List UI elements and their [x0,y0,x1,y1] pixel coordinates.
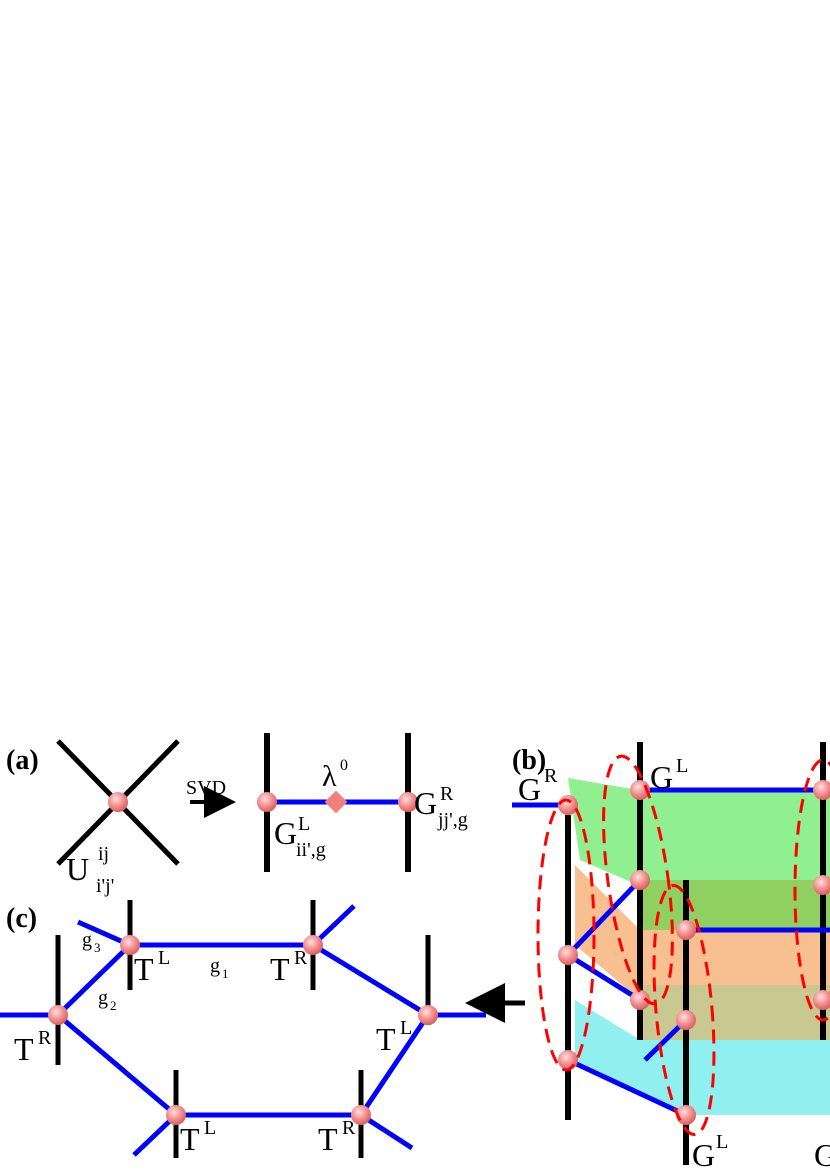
svd-label: SVD [186,777,226,799]
green-plane [568,778,830,885]
b-node [558,795,578,815]
panel-c: (c) T L T [0,900,486,1158]
c-t-label: T [134,951,154,987]
b-node [558,945,578,965]
c-t-sup: L [158,947,170,969]
gl-label: G [274,815,297,851]
c-t-label: T [318,1121,338,1157]
b-gl-bottom-sup: L [716,1131,728,1153]
c-bond [359,1112,414,1151]
b-node [676,1105,696,1125]
c-t-sup: R [342,1117,356,1139]
c-g3-label: g [82,929,92,951]
b-node [813,990,830,1010]
lambda-sup: 0 [340,757,348,774]
b-bond-2 [566,952,642,1003]
c-g3-sub: 3 [94,940,101,955]
panel-c-label: (c) [6,903,37,934]
b-bond-4 [566,1057,688,1118]
b-bond-1 [566,878,642,957]
b-gl-bottom: G [692,1137,715,1173]
c-bond-g2 [56,943,132,1017]
c-bond [358,1013,431,1117]
u-sup: ij [98,843,109,865]
panel-a: (a) U ij i'j' SVD λ 0 G L ii',g G R [6,733,468,897]
u-tensor: U ij i'j' [56,739,180,897]
c-g1-label: g [210,955,220,977]
c-t-sup: R [38,1027,52,1049]
b-gl-top: G [650,759,673,795]
lambda-diamond [324,790,348,814]
b-node [676,920,696,940]
panel-b: (b) [512,742,830,1173]
c-t-label: T [270,951,290,987]
b-gl-top-sup: L [676,755,688,777]
dashed-ellipse-low [652,883,716,1137]
c-t-label: T [180,1121,200,1157]
c-t-sup: R [294,947,308,969]
b-node [630,990,650,1010]
u-label: U [66,851,89,887]
svd-result: λ 0 G L ii',g G R jj',g [257,733,468,872]
c-bond [311,942,430,1018]
u-node [108,792,128,812]
gr-sup: R [440,783,454,805]
b-node [813,875,830,895]
dashed-ellipse-right [793,758,830,1022]
panel-a-label: (a) [6,745,39,776]
gl-sub: ii',g [296,839,326,861]
c-g2-sub: 2 [110,998,117,1013]
b-gr-left: G [518,771,541,807]
gr-node [398,792,418,812]
gl-sup: L [298,813,310,835]
c-g1-sub: 1 [222,966,229,981]
panel-b-label: (b) [512,745,546,776]
b-gr-left-sup: R [544,765,558,787]
gl-node [257,792,277,812]
c-t-sup: L [400,1017,412,1039]
b-node [813,780,830,800]
c-node [166,1105,186,1125]
c-node [48,1005,68,1025]
c-bond [56,1013,178,1117]
b-g-cut: G [814,1137,830,1173]
olive-plane [640,985,830,1040]
b-node [676,1010,696,1030]
b-node [558,1050,578,1070]
c-t-label: T [14,1031,34,1067]
c-t-sup: L [204,1117,216,1139]
c-node [303,935,323,955]
b-node [630,780,650,800]
lambda-label: λ [322,760,337,793]
c-node [120,935,140,955]
c-node [351,1105,371,1125]
gr-sub: jj',g [437,809,468,831]
c-node [418,1005,438,1025]
cyan-plane [575,1000,830,1115]
dashed-ellipse-left [536,798,596,1072]
u-sub: i'j' [96,875,114,897]
c-t-label: T [376,1021,396,1057]
gr-label: G [414,785,437,821]
c-g2-label: g [98,987,108,1009]
b-node [630,870,650,890]
